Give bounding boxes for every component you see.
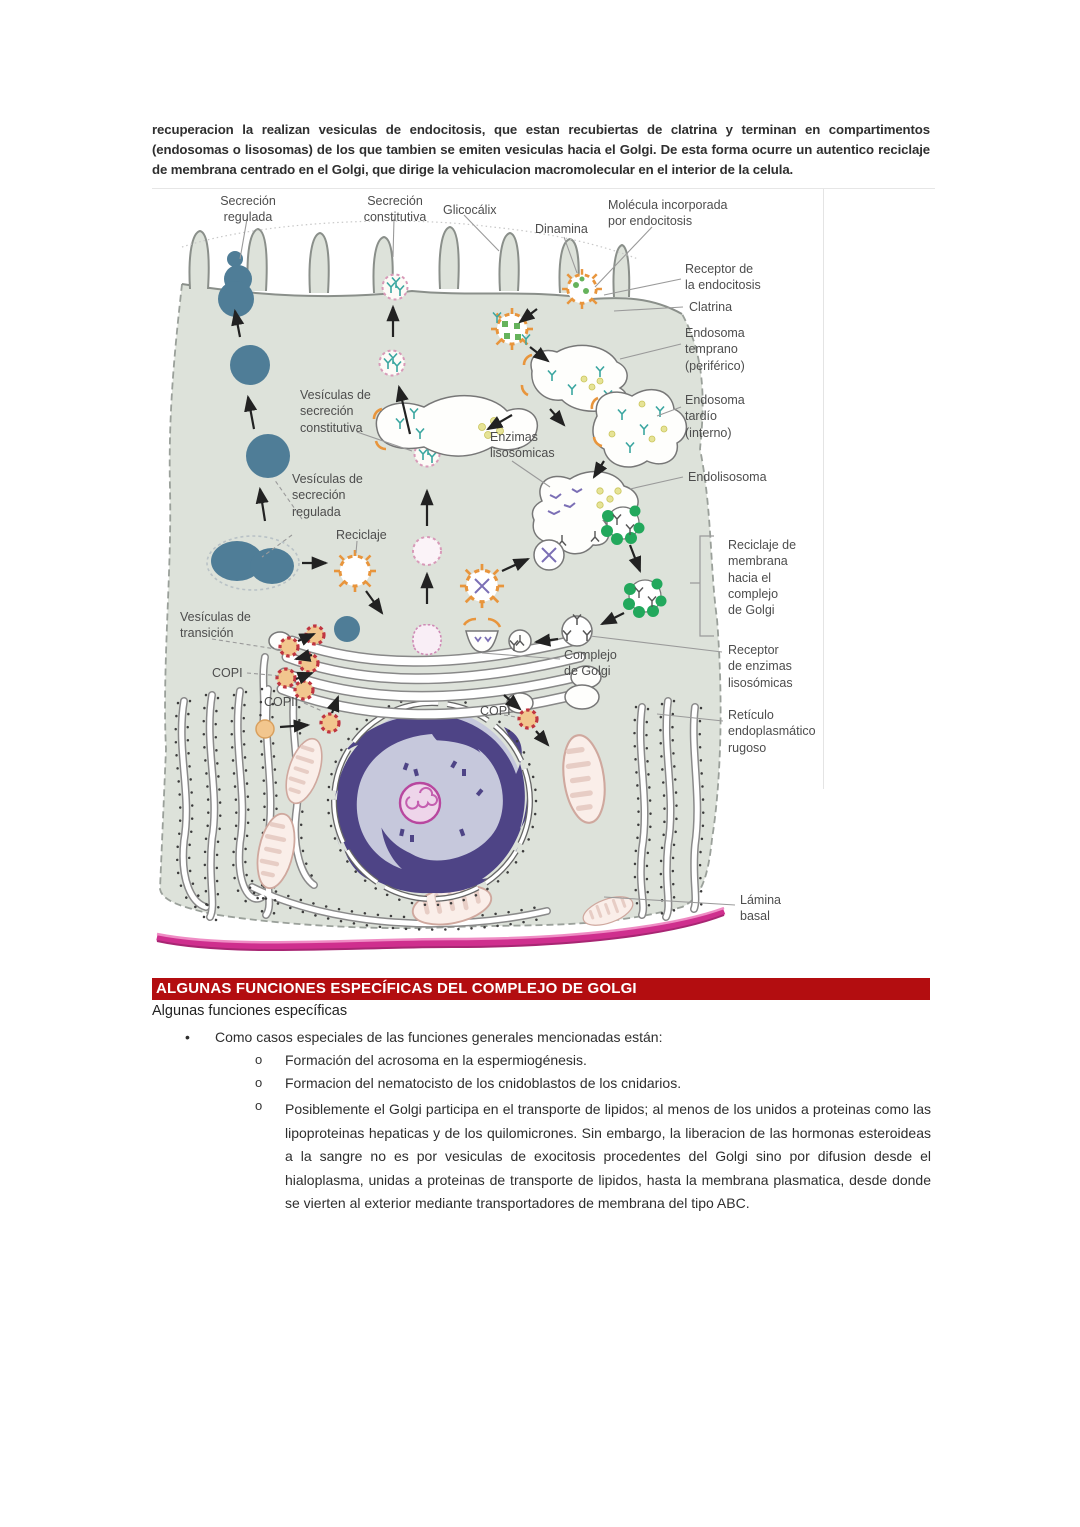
- label-endolisosoma: Endolisosoma: [688, 470, 767, 484]
- label-endosoma-temprano: Endosoma temprano (periférico): [685, 326, 745, 373]
- label-vesiculas-secrecion-regulada: Vesículas de secreción regulada: [292, 472, 363, 519]
- sub-bullet-item: o Formacion del nematocisto de los cnido…: [255, 1075, 935, 1091]
- label-reciclaje-membrana: Reciclaje de membrana hacia el complejo …: [728, 538, 797, 617]
- sub-bullet-text: Posiblemente el Golgi participa en el tr…: [285, 1101, 931, 1211]
- circle-marker: o: [255, 1052, 263, 1067]
- golgi-diagram-figure: .er-out{stroke:#8a8a8a;stroke-width:8;fi…: [152, 188, 935, 965]
- label-leader-lines: [211, 214, 736, 906]
- endosome-left: [372, 394, 539, 457]
- label-clatrina: Clatrina: [689, 300, 733, 314]
- late-endosome: [590, 388, 688, 468]
- bullet-item: • Como casos especiales de las funciones…: [185, 1029, 905, 1045]
- membrane-recycling-vesicles: [458, 504, 668, 647]
- basal-lamina: [156, 906, 726, 952]
- section-subtitle: Algunas funciones específicas: [152, 1003, 348, 1019]
- recycling-vesicle: [332, 548, 378, 594]
- label-glicocalix: Glicocálix: [443, 203, 497, 217]
- constitutive-secretion-vesicles: [380, 275, 442, 566]
- sub-bullet-item: o Formación del acrosoma en la espermiog…: [255, 1052, 935, 1068]
- bullet-text: Como casos especiales de las funciones g…: [215, 1029, 663, 1045]
- label-reticulo-rugoso: Retículo endoplasmático rugoso: [728, 708, 816, 755]
- figure-edge-line: [823, 189, 824, 789]
- condensing-vesicle: [334, 616, 360, 642]
- golgi-stack: [268, 616, 602, 714]
- label-enzimas-lisosomicas: Enzimas lisosómicas: [490, 430, 555, 461]
- section-header: ALGUNAS FUNCIONES ESPECÍFICAS DEL COMPLE…: [152, 978, 930, 1000]
- label-endosoma-tardio: Endosoma tardío (interno): [685, 393, 745, 440]
- early-endosome: [520, 344, 628, 412]
- nucleus: [326, 695, 538, 907]
- flow-arrows: [231, 304, 642, 747]
- label-secrecion-regulada: Secreción regulada: [220, 194, 276, 225]
- label-copii: COPII: [264, 695, 299, 709]
- sub-bullet-text: Formación del acrosoma en la espermiogén…: [285, 1052, 587, 1068]
- label-reciclaje: Reciclaje: [336, 528, 387, 542]
- label-vesiculas-transicion: Vesículas de transición: [180, 610, 251, 641]
- cell-diagram-art: .er-out{stroke:#8a8a8a;stroke-width:8;fi…: [156, 214, 736, 952]
- bullet-marker: •: [185, 1029, 190, 1045]
- nucleolus: [398, 781, 442, 825]
- label-copi-bottom: COPI: [480, 704, 511, 718]
- label-lamina-basal: Lámina basal: [740, 893, 781, 924]
- recycling-bracket: [690, 535, 714, 637]
- label-molecula-endocitosis: Molécula incorporada por endocitosis: [608, 198, 728, 229]
- label-vesiculas-secrecion-constitutiva: Vesículas de secreción constitutiva: [300, 388, 371, 435]
- circle-marker: o: [255, 1098, 263, 1113]
- circle-marker: o: [255, 1075, 263, 1090]
- endocytosis-structures: [489, 267, 604, 352]
- label-receptor-endocitosis: Receptor de la endocitosis: [685, 262, 761, 293]
- label-dinamina: Dinamina: [535, 222, 588, 236]
- label-receptor-enzimas: Receptor de enzimas lisosómicas: [728, 643, 793, 690]
- label-complejo-golgi: Complejo de Golgi: [564, 648, 617, 679]
- microvilli: [188, 225, 631, 298]
- regulated-secretion-vesicles: [206, 251, 300, 591]
- copi-copii-vesicles: [255, 624, 539, 739]
- label-secrecion-constitutiva: Secreción constitutiva: [363, 194, 427, 225]
- sub-bullet-item: o Posiblemente el Golgi participa en el …: [255, 1098, 931, 1216]
- endolysosome: [531, 470, 639, 555]
- intro-paragraph: recuperacion la realizan vesiculas de en…: [152, 122, 930, 177]
- label-copi-left: COPI: [212, 666, 243, 680]
- sub-bullet-text: Formacion del nematocisto de los cnidobl…: [285, 1075, 682, 1091]
